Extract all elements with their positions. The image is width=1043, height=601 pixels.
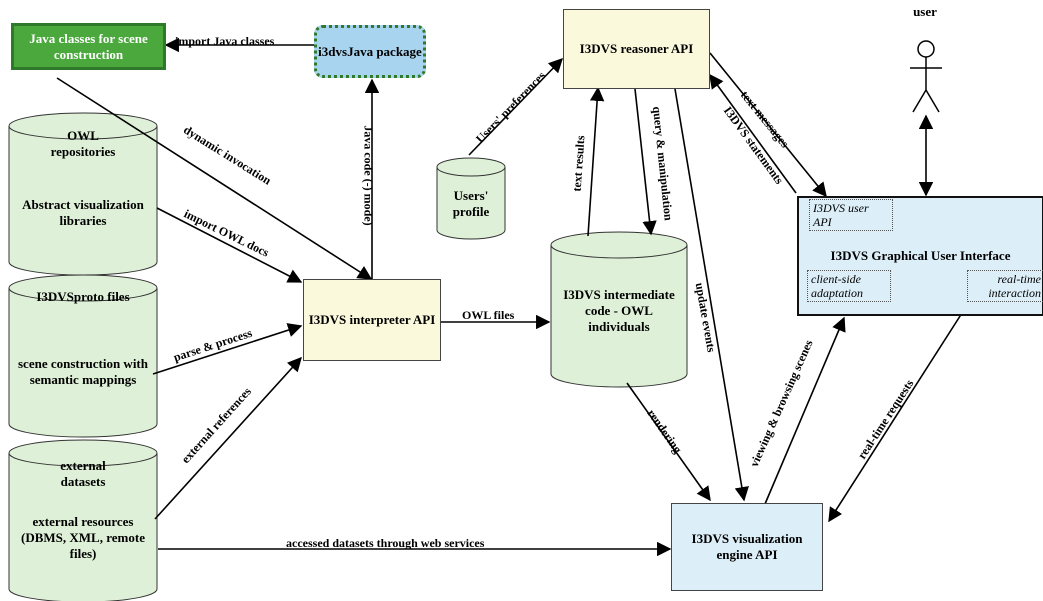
user-label: user: [913, 4, 937, 19]
edge-label-owl-files: OWL files: [462, 308, 515, 322]
edge-external-references: [154, 356, 302, 520]
users-profile-cylinder: [436, 157, 506, 240]
user-actor-icon: [910, 40, 942, 113]
edge-label-import-java-classes: import Java classes: [175, 34, 275, 48]
graphical-user-interface-node: I3DVS user API I3DVS Graphical User Inte…: [797, 196, 1043, 316]
reasoner-api-label: I3DVS reasoner API: [579, 41, 694, 56]
external-datasets-body: external resources (DBMS, XML, remote fi…: [21, 514, 145, 561]
owl-repositories-title: OWL repositories: [50, 128, 116, 159]
edge-query-manipulation: [634, 88, 657, 236]
owl-repositories-body: Abstract visualization libraries: [22, 197, 144, 228]
proto-files-body: scene construction with semantic mapping…: [18, 356, 148, 387]
owl-repositories-cylinder: [8, 112, 158, 276]
real-time-interaction-subbox: real-time interaction: [967, 270, 1043, 302]
proto-files-cylinder: [8, 274, 158, 438]
edge-update-events: [674, 88, 749, 502]
edge-label-accessed-datasets: accessed datasets through web services: [286, 536, 485, 550]
edge-rendering: [626, 382, 711, 502]
edge-text-messages: [709, 52, 827, 198]
edge-i3dvs-statements: [709, 73, 797, 194]
java-classes-label: Java classes for scene construction: [29, 30, 148, 62]
visualization-engine-label: I3DVS visualization engine API: [691, 531, 803, 562]
edge-text-results: [587, 86, 605, 237]
edge-label-java-code: Java code (-) mode): [361, 125, 376, 226]
reasoner-api-node: I3DVS reasoner API: [563, 9, 710, 89]
visualization-engine-node: I3DVS visualization engine API: [671, 503, 823, 591]
i3dvsjava-package-node: i3dvsJava package: [314, 25, 426, 78]
intermediate-code-label: I3DVS intermediate code - OWL individual…: [563, 287, 675, 334]
edge-dynamic-invocation: [56, 77, 373, 280]
external-datasets-title: external datasets: [60, 458, 106, 489]
edge-real-time-requests: [828, 312, 963, 523]
client-side-adaptation-subbox: client-side adaptation: [807, 270, 891, 302]
external-datasets-cylinder: [8, 439, 158, 601]
i3dvsjava-package-label: i3dvsJava package: [318, 43, 422, 59]
edge-users-preferences: [468, 57, 564, 156]
users-profile-label: Users' profile: [452, 188, 490, 219]
proto-files-title: I3DVSproto files: [36, 289, 130, 304]
gui-title: I3DVS Graphical User Interface: [830, 248, 1011, 263]
edge-viewing-browsing: [764, 316, 846, 505]
edge-parse-process: [152, 323, 303, 375]
java-classes-node: Java classes for scene construction: [11, 23, 166, 70]
edge-import-owl-docs: [156, 207, 303, 283]
interpreter-api-node: I3DVS interpreter API: [303, 279, 441, 361]
user-api-subbox: I3DVS user API: [809, 199, 893, 231]
intermediate-code-cylinder: [550, 231, 688, 388]
interpreter-api-label: I3DVS interpreter API: [308, 312, 436, 327]
